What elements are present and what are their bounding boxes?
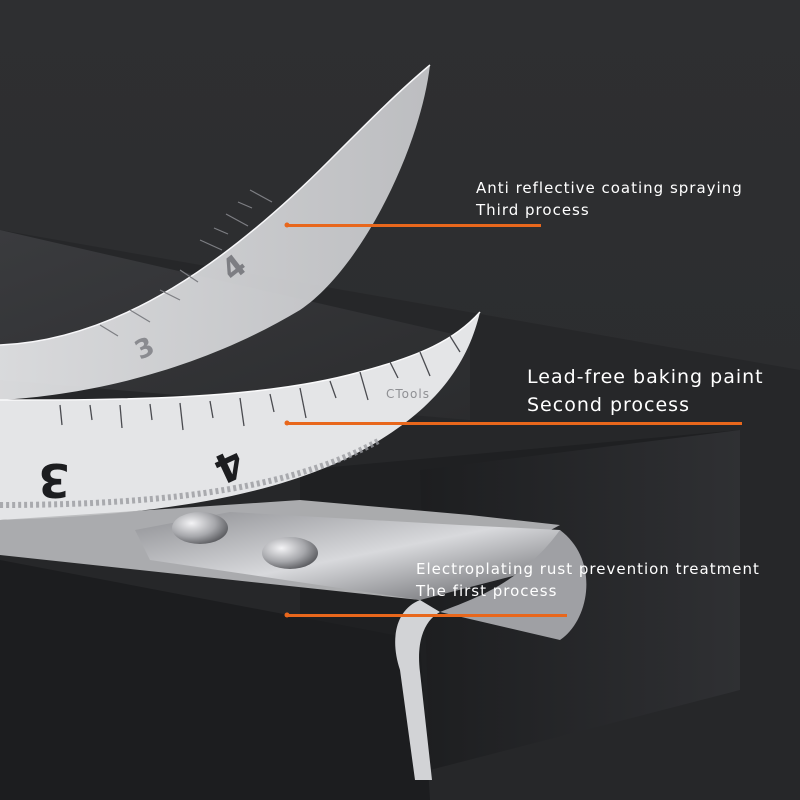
callout-first-title: Electroplating rust prevention treatment [416,560,760,578]
tape-layer-middle: 3 4 [0,311,481,520]
callout-second-title: Lead-free baking paint [527,366,764,388]
callout-second-subtitle: Second process [527,394,690,416]
callout-third-line [287,224,541,227]
tape-hook [0,500,587,780]
tape-numeral-middle-a: 3 [38,453,70,507]
callout-second-line [287,422,742,425]
callout-third-subtitle: Third process [476,201,590,219]
brand-mark: CTools [386,387,430,401]
rivet-right [262,537,318,569]
rivet-left [172,512,228,544]
callout-second-process: Lead-free baking paint Second process [527,363,764,419]
callout-first-subtitle: The first process [416,582,558,600]
callout-first-process: Electroplating rust prevention treatment… [416,558,760,602]
callout-first-line [287,614,567,617]
callout-third-title: Anti reflective coating spraying [476,179,743,197]
tape-layer-top: 4 3 [0,64,431,400]
callout-third-process: Anti reflective coating spraying Third p… [476,177,743,221]
